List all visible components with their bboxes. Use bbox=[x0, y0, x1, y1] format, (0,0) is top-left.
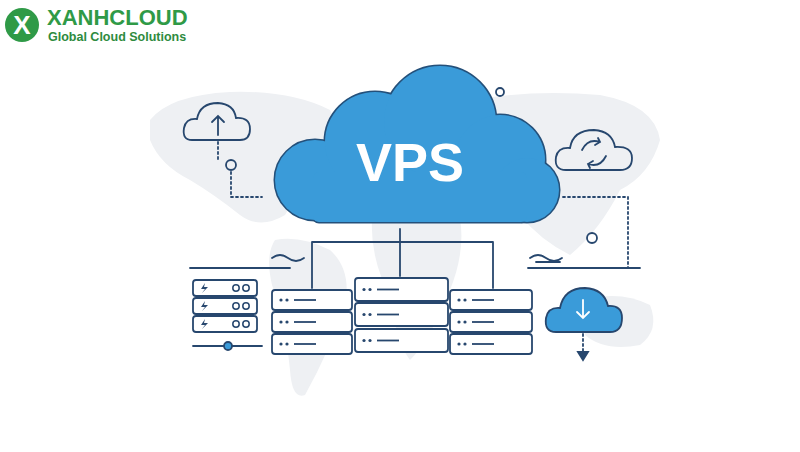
server-unit bbox=[355, 329, 448, 352]
world-map bbox=[150, 92, 660, 396]
server-unit bbox=[450, 334, 532, 354]
brand-tagline: Global Cloud Solutions bbox=[48, 31, 186, 45]
brand-tagline-wrap: Global Cloud Solutions bbox=[48, 31, 186, 45]
server-unit bbox=[193, 280, 257, 296]
server-unit bbox=[272, 290, 352, 310]
server-unit bbox=[355, 278, 448, 301]
server-racks bbox=[193, 278, 532, 354]
brand-name-wrap: XANHCLOUD bbox=[47, 6, 188, 30]
server-unit bbox=[193, 316, 257, 332]
cloud-title: VPS bbox=[356, 135, 464, 189]
server-unit bbox=[355, 303, 448, 326]
download-cloud bbox=[546, 288, 622, 332]
logo-badge: X bbox=[4, 7, 40, 43]
cloud-shape: VPS bbox=[255, 62, 565, 232]
brand-name: XANHCLOUD bbox=[47, 6, 188, 30]
server-unit bbox=[272, 334, 352, 354]
server-unit bbox=[450, 290, 532, 310]
server-unit bbox=[193, 298, 257, 314]
logo-letter: X bbox=[13, 12, 30, 38]
server-unit bbox=[272, 312, 352, 332]
sync-cloud bbox=[556, 130, 632, 170]
upload-cloud bbox=[184, 103, 250, 140]
server-unit bbox=[450, 312, 532, 332]
